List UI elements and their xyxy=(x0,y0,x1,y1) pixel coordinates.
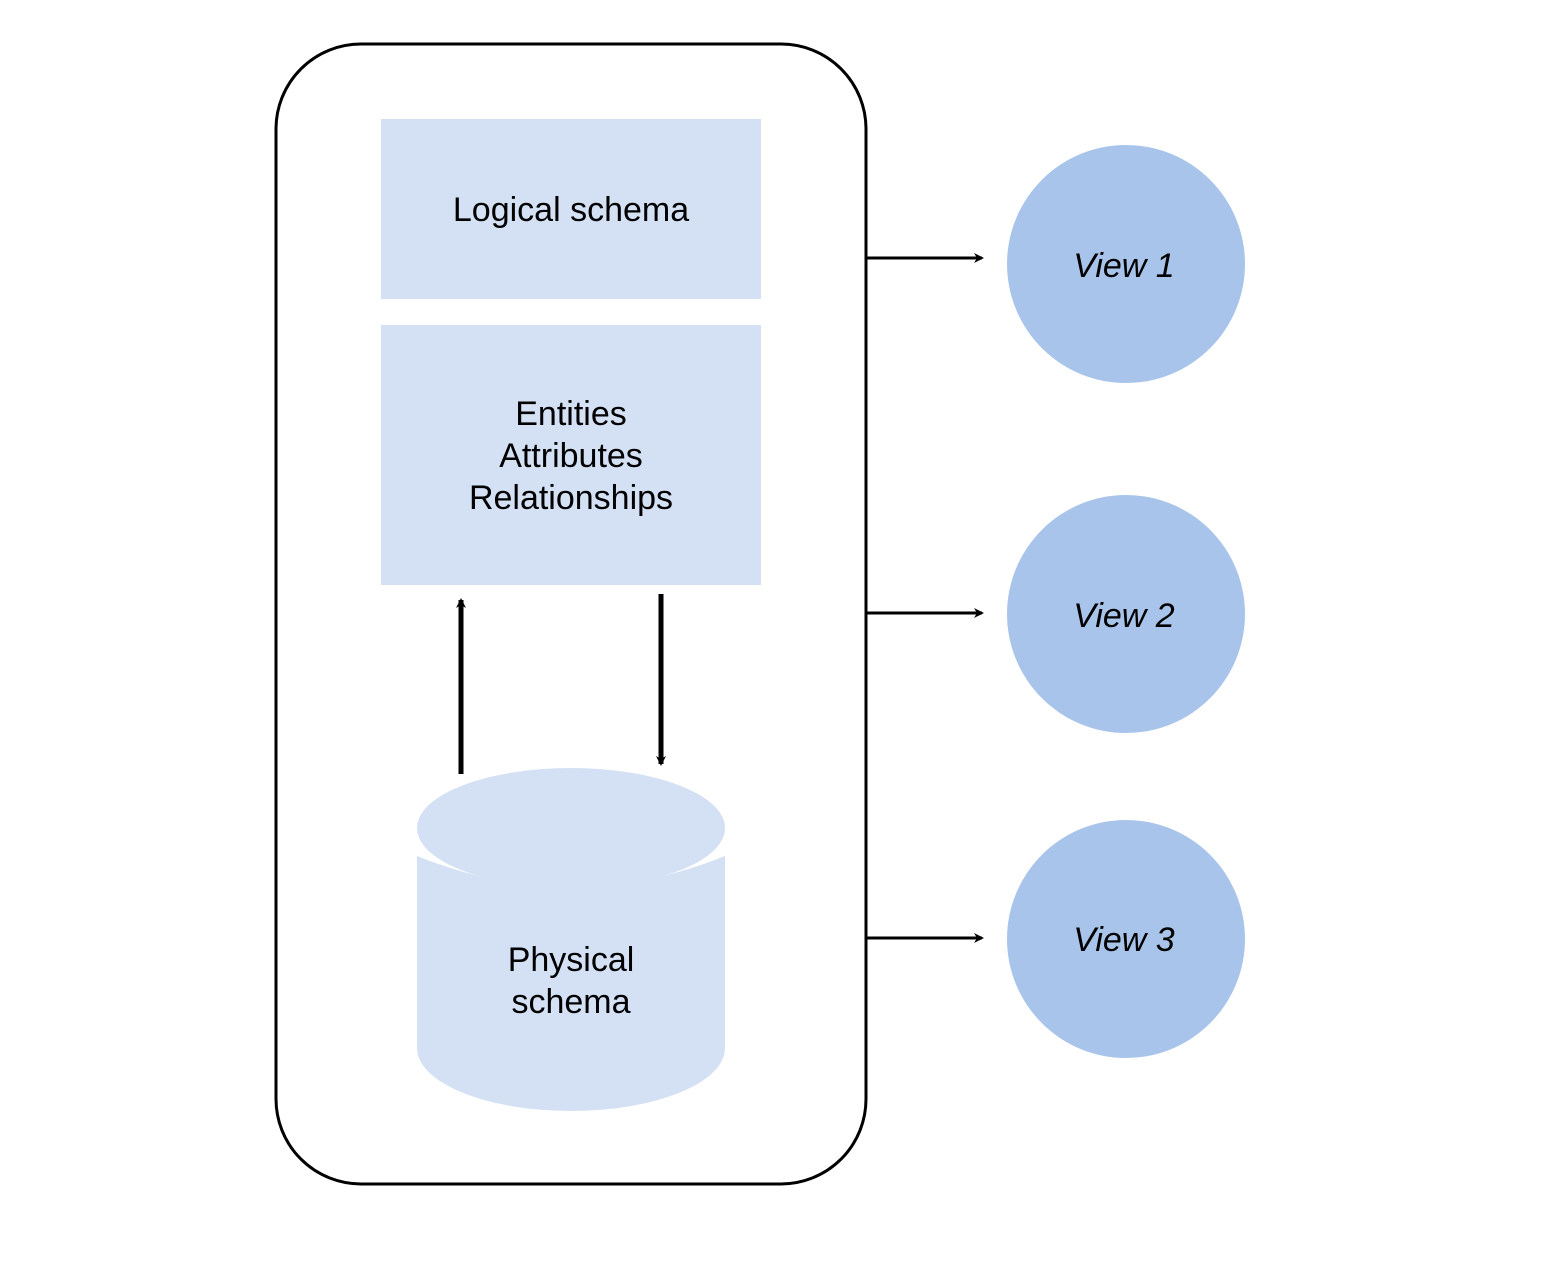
entities-label: Entities xyxy=(515,395,627,433)
view-2-label: View 2 xyxy=(1073,597,1175,635)
view-1-label: View 1 xyxy=(1073,247,1174,285)
attributes-label: Attributes xyxy=(499,437,643,475)
logical-schema-label: Logical schema xyxy=(453,191,689,229)
view-2-circle xyxy=(1007,495,1245,733)
logical-schema-box xyxy=(381,119,761,299)
schema-label: schema xyxy=(511,983,630,1021)
physical-label: Physical xyxy=(508,941,635,979)
entities-box xyxy=(381,325,761,585)
view-1-circle xyxy=(1007,145,1245,383)
relationships-label: Relationships xyxy=(469,479,673,517)
physical-schema-cylinder xyxy=(417,768,725,1111)
cylinder-top xyxy=(417,768,725,888)
cylinder-body xyxy=(417,856,725,1111)
view-3-circle xyxy=(1007,820,1245,1058)
view-3-label: View 3 xyxy=(1073,921,1175,959)
